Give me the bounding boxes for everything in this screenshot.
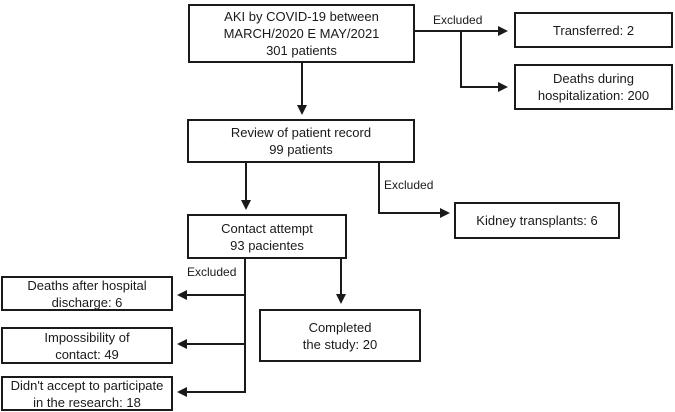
box-deaths-hospitalization-line1: Deaths during [553,71,634,86]
box-transferred-line1: Transferred: 2 [552,22,635,38]
box-completed-line2: the study: 20 [302,336,378,352]
box-deaths-discharge: Deaths after hospital discharge: 6 [1,276,173,311]
box-contact-attempt: Contact attempt 93 pacientes [187,214,347,259]
box-impossibility-contact-line1: Impossibility of [44,329,130,345]
box-initial-line2: MARCH/2020 E MAY/2021 [223,26,380,41]
excluded-label-kidney: Excluded [384,178,434,192]
box-deaths-hospitalization: Deaths during hospitalization: 200 [514,64,673,110]
box-completed-line1: Completed [308,319,372,335]
arrow-review-to-kidney [378,163,450,218]
box-initial-line3: 301 patients [266,43,337,58]
box-initial: AKI by COVID-19 between MARCH/2020 E MAY… [188,4,415,63]
box-review: Review of patient record 99 patients [187,119,415,163]
box-kidney-transplants: Kidney transplants: 6 [454,202,620,239]
box-completed: Completed the study: 20 [259,309,421,362]
box-impossibility-contact-line2: contact: 49 [55,346,119,362]
box-transferred: Transferred: 2 [514,12,673,48]
excluded-label-transferred: Excluded [433,13,483,27]
arrow-contact-to-didnt-accept [177,259,246,397]
arrow-initial-to-deaths-hospitalization [460,31,508,92]
box-contact-attempt-line2: 93 pacientes [230,237,304,253]
box-review-line2: 99 patients [269,142,333,157]
box-review-line1: Review of patient record [230,125,372,140]
box-deaths-hospitalization-line2: hospitalization: 200 [537,88,650,103]
box-contact-attempt-line1: Contact attempt [221,220,313,236]
box-impossibility-contact: Impossibility of contact: 49 [1,327,173,364]
box-kidney-transplants-line1: Kidney transplants: 6 [476,213,598,228]
box-didnt-accept-line2: in the research: 18 [33,394,141,410]
box-didnt-accept: Didn't accept to participate in the rese… [1,376,173,411]
box-initial-line1: AKI by COVID-19 between [224,9,379,24]
box-didnt-accept-line1: Didn't accept to participate [10,377,164,393]
excluded-label-discharge: Excluded [187,265,237,279]
box-deaths-discharge-line1: Deaths after hospital [27,277,147,293]
box-deaths-discharge-line2: discharge: 6 [51,294,123,310]
